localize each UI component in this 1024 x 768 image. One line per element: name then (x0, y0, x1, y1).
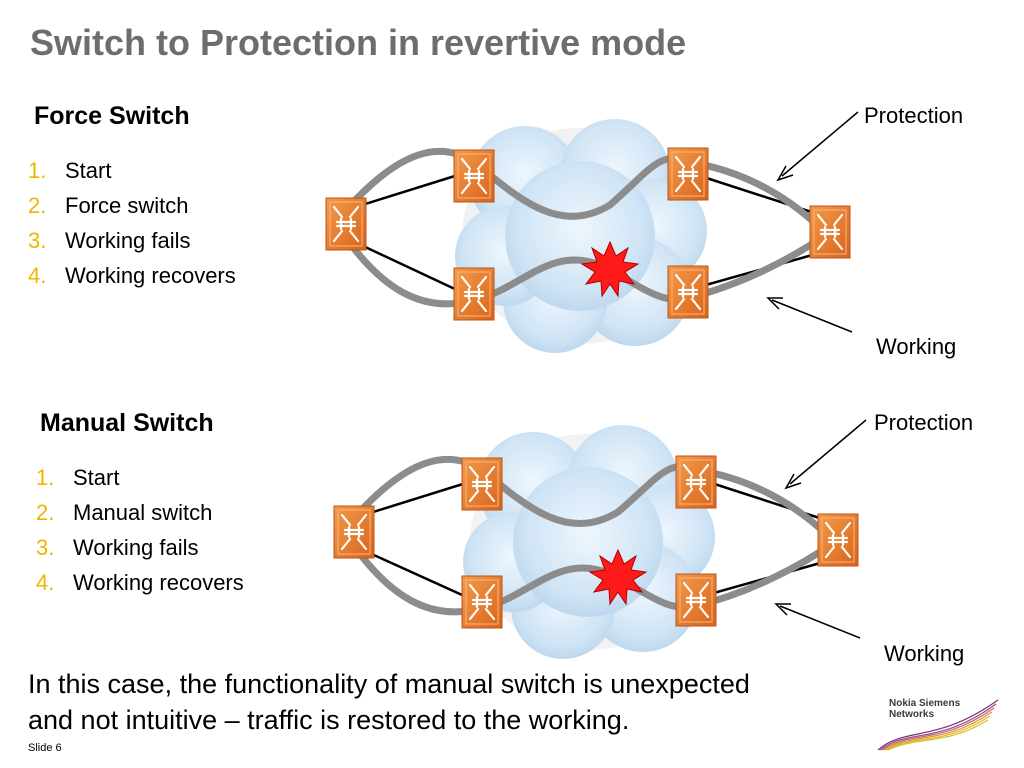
switch-node-icon (452, 148, 496, 204)
switch-node-icon (460, 456, 504, 512)
switch-node-icon (808, 204, 852, 260)
force-switch-diagram (324, 111, 859, 353)
step-item: 2.Force switch (28, 193, 189, 218)
step-item: 4.Working recovers (28, 263, 236, 288)
switch-node-icon (674, 572, 718, 628)
switch-node-icon (674, 454, 718, 510)
working-label: Working (884, 641, 965, 666)
protection-path (342, 147, 834, 242)
protection-path (350, 455, 842, 550)
switch-node-icon (666, 146, 710, 202)
step-item: 4.Working recovers (36, 570, 244, 595)
protection-label: Protection (874, 410, 974, 435)
section-heading-force-switch: Force Switch (34, 102, 190, 130)
switch-node-icon (332, 504, 376, 560)
switch-node-icon (452, 266, 496, 322)
working-label: Working (876, 334, 957, 359)
step-item: 1.Start (28, 158, 112, 183)
protection-label: Protection (864, 103, 964, 128)
company-logo: Nokia Siemens Networks (889, 698, 961, 720)
step-item: 3.Working fails (28, 228, 191, 253)
switch-node-icon (324, 196, 368, 252)
step-item: 1.Start (36, 465, 120, 490)
switch-node-icon (460, 574, 504, 630)
slide-number: Slide 6 (28, 742, 62, 754)
conclusion-text: In this case, the functionality of manua… (28, 669, 750, 735)
section-heading-manual-switch: Manual Switch (40, 409, 214, 437)
manual-switch-steps: 1.Start 2.Manual switch 3.Working fails … (36, 460, 244, 600)
manual-switch-diagram (332, 419, 867, 659)
slide-title: Switch to Protection in revertive mode (30, 22, 687, 63)
switch-node-icon (816, 512, 860, 568)
force-switch-steps: 1.Start 2.Force switch 3.Working fails 4… (28, 153, 236, 293)
step-item: 2.Manual switch (36, 500, 213, 525)
logo-swoosh (877, 699, 999, 751)
switch-node-icon (666, 264, 710, 320)
step-item: 3.Working fails (36, 535, 199, 560)
